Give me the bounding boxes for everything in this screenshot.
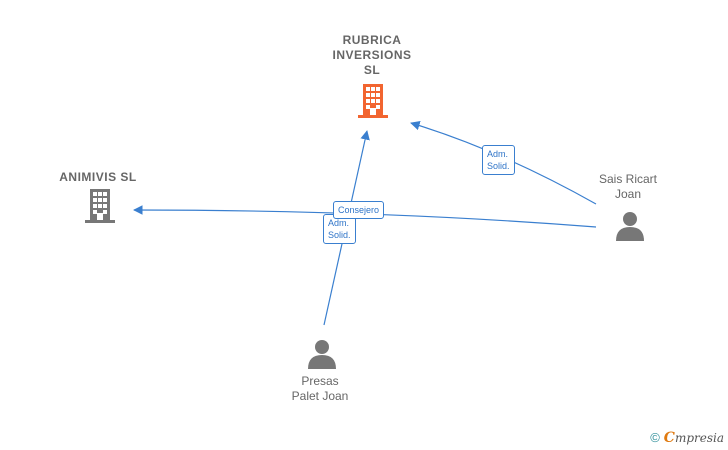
building-icon[interactable] bbox=[358, 84, 388, 118]
person-icon[interactable] bbox=[615, 211, 645, 241]
edge-label-sais-rubrica[interactable]: Adm. Solid. bbox=[482, 145, 515, 175]
node-label-sais: Sais Ricart Joan bbox=[598, 172, 657, 201]
building-icon[interactable] bbox=[85, 189, 115, 223]
edge-label-presas-rubrica[interactable]: Adm. Solid. bbox=[323, 214, 356, 244]
person-icon[interactable] bbox=[307, 339, 337, 369]
node-label-rubrica: RUBRICA INVERSIONS SL bbox=[332, 33, 412, 77]
node-label-presas: Presas Palet Joan bbox=[291, 374, 349, 403]
copyright-icon: © bbox=[650, 430, 660, 445]
brand-logo: Cmpresia bbox=[663, 430, 724, 446]
node-label-animivis: ANIMIVIS SL bbox=[59, 170, 137, 184]
edge-label-sais-animivis[interactable]: Consejero bbox=[333, 201, 385, 219]
footer-brand: ©Cmpresia bbox=[650, 430, 724, 446]
